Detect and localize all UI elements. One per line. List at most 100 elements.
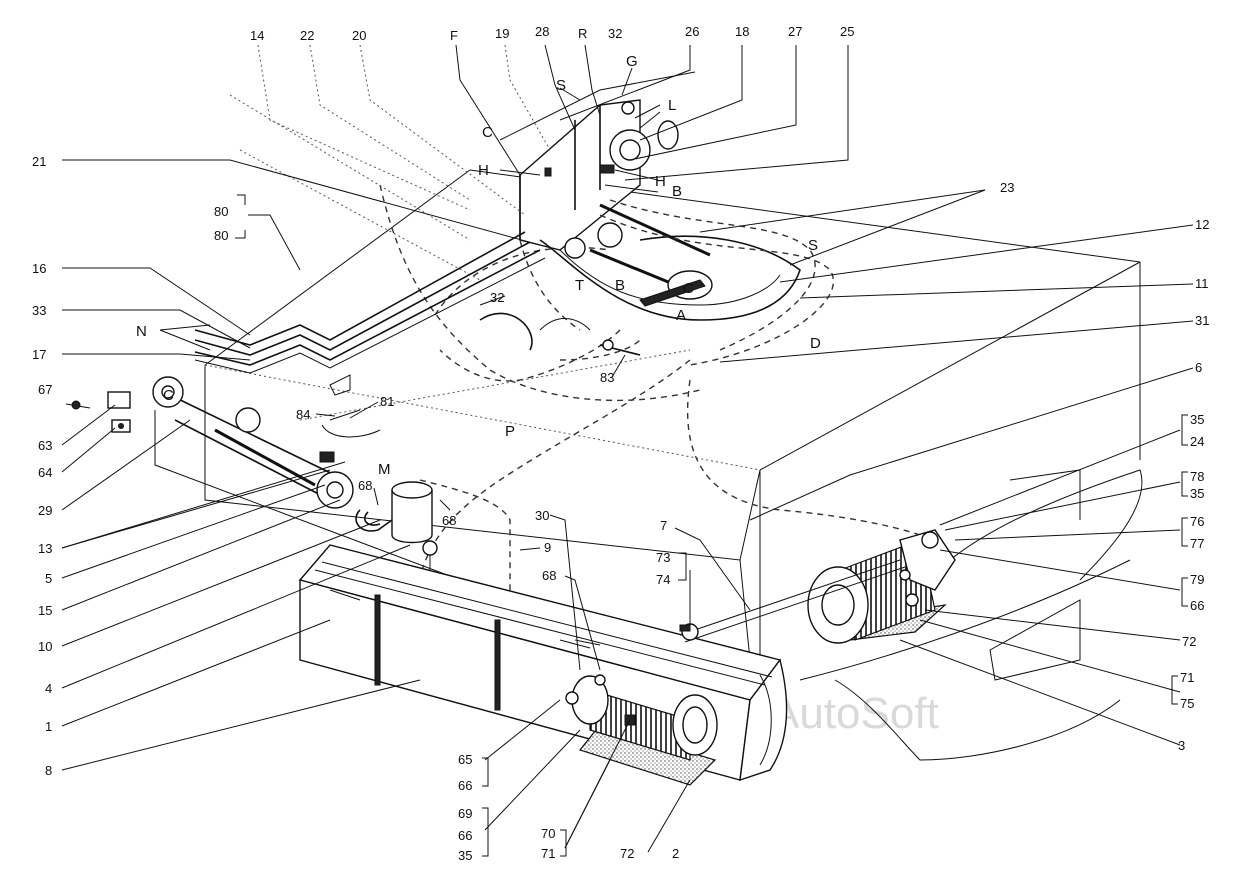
label-2: 2 [672,846,679,861]
leader-lines [61,44,1194,857]
label-68-b: 68 [442,513,456,528]
label-17: 17 [32,347,46,362]
air-duct [539,203,801,321]
label-16: 16 [32,261,46,276]
label-63: 63 [38,438,52,453]
label-80-b: 80 [214,228,228,243]
label-5: 5 [45,571,52,586]
label-69: 69 [458,806,472,821]
letter-M: M [378,461,391,478]
label-1: 1 [45,719,52,734]
label-9: 9 [544,540,551,555]
letter-S-right: S [808,237,818,254]
label-35-bottom: 35 [458,848,472,863]
labels-inner: 32 83 84 81 68 68 30 68 9 7 73 74 [296,290,670,587]
label-19: 19 [495,26,509,41]
label-79: 79 [1190,572,1204,587]
label-66-b: 66 [458,828,472,843]
label-24: 24 [1190,434,1204,449]
letter-A: A [676,307,686,324]
water-pump-rear [807,529,956,644]
label-84: 84 [296,407,310,422]
label-14: 14 [250,28,264,43]
letter-C-duct: C [683,280,694,297]
label-20: 20 [352,28,366,43]
label-33: 33 [32,303,46,318]
label-74: 74 [656,572,670,587]
label-F: F [450,28,458,43]
label-31: 31 [1195,313,1209,328]
label-35-a: 35 [1190,412,1204,427]
label-R: R [578,26,587,41]
label-68-c: 68 [542,568,556,583]
label-25: 25 [840,24,854,39]
letter-N: N [136,323,147,340]
label-65: 65 [458,752,472,767]
labels-left: 21 80 80 16 33 17 67 63 64 29 13 5 15 10… [32,154,228,778]
label-75: 75 [1180,696,1194,711]
label-4: 4 [45,681,52,696]
label-15: 15 [38,603,52,618]
label-21: 21 [32,154,46,169]
label-13: 13 [38,541,52,556]
label-6: 6 [1195,360,1202,375]
small-fittings [321,339,641,438]
letter-H-right: H [655,173,666,190]
label-64: 64 [38,465,52,480]
letter-D: D [810,335,821,352]
letter-S-top: S [556,77,566,94]
label-3: 3 [1178,738,1185,753]
letter-T: T [575,277,584,294]
label-11: 11 [1195,276,1209,291]
letter-B-duct: B [615,277,625,294]
letter-H-left: H [478,162,489,179]
label-73: 73 [656,550,670,565]
letter-L: L [668,97,676,114]
label-29: 29 [38,503,52,518]
label-35-b: 35 [1190,486,1204,501]
label-71-right: 71 [1180,670,1194,685]
label-78: 78 [1190,469,1204,484]
labels-letters: S G L C H H B S C T B A D N M P C [136,53,821,478]
labels-bottom: 65 66 69 66 35 70 71 72 2 [458,752,679,863]
label-67: 67 [38,382,52,397]
label-23: 23 [1000,180,1014,195]
letter-G: G [626,53,638,70]
label-70: 70 [541,826,555,841]
label-8: 8 [45,763,52,778]
label-80-a: 80 [214,204,228,219]
labels-top: 14 22 20 F 19 28 R 32 26 18 27 25 [250,24,854,43]
label-72-right: 72 [1182,634,1196,649]
letter-P: P [505,423,515,440]
labels-right: 23 12 11 31 6 35 24 78 35 76 77 79 66 72… [1000,180,1209,753]
label-7: 7 [660,518,667,533]
fuel-pump-front [565,674,718,786]
label-26: 26 [685,24,699,39]
label-81: 81 [380,394,394,409]
label-28: 28 [535,24,549,39]
label-72-bottom: 72 [620,846,634,861]
label-76: 76 [1190,514,1204,529]
auxiliary-heater-left [65,376,354,509]
label-10: 10 [38,639,52,654]
label-18: 18 [735,24,749,39]
label-68-a: 68 [358,478,372,493]
label-12: 12 [1195,217,1209,232]
letter-C-left: C [163,387,174,404]
watermark-text: AutoSoft [770,689,939,738]
label-32-top: 32 [608,26,622,41]
label-66-right: 66 [1190,598,1204,613]
coolant-hoses [413,199,921,721]
reservoir-filter [355,481,438,580]
label-77: 77 [1190,536,1204,551]
label-27: 27 [788,24,802,39]
letter-B-top: B [672,183,682,200]
heater-pipes [194,231,591,374]
label-22: 22 [300,28,314,43]
label-83: 83 [600,370,614,385]
label-30: 30 [535,508,549,523]
label-66-a: 66 [458,778,472,793]
label-71-bottom: 71 [541,846,555,861]
